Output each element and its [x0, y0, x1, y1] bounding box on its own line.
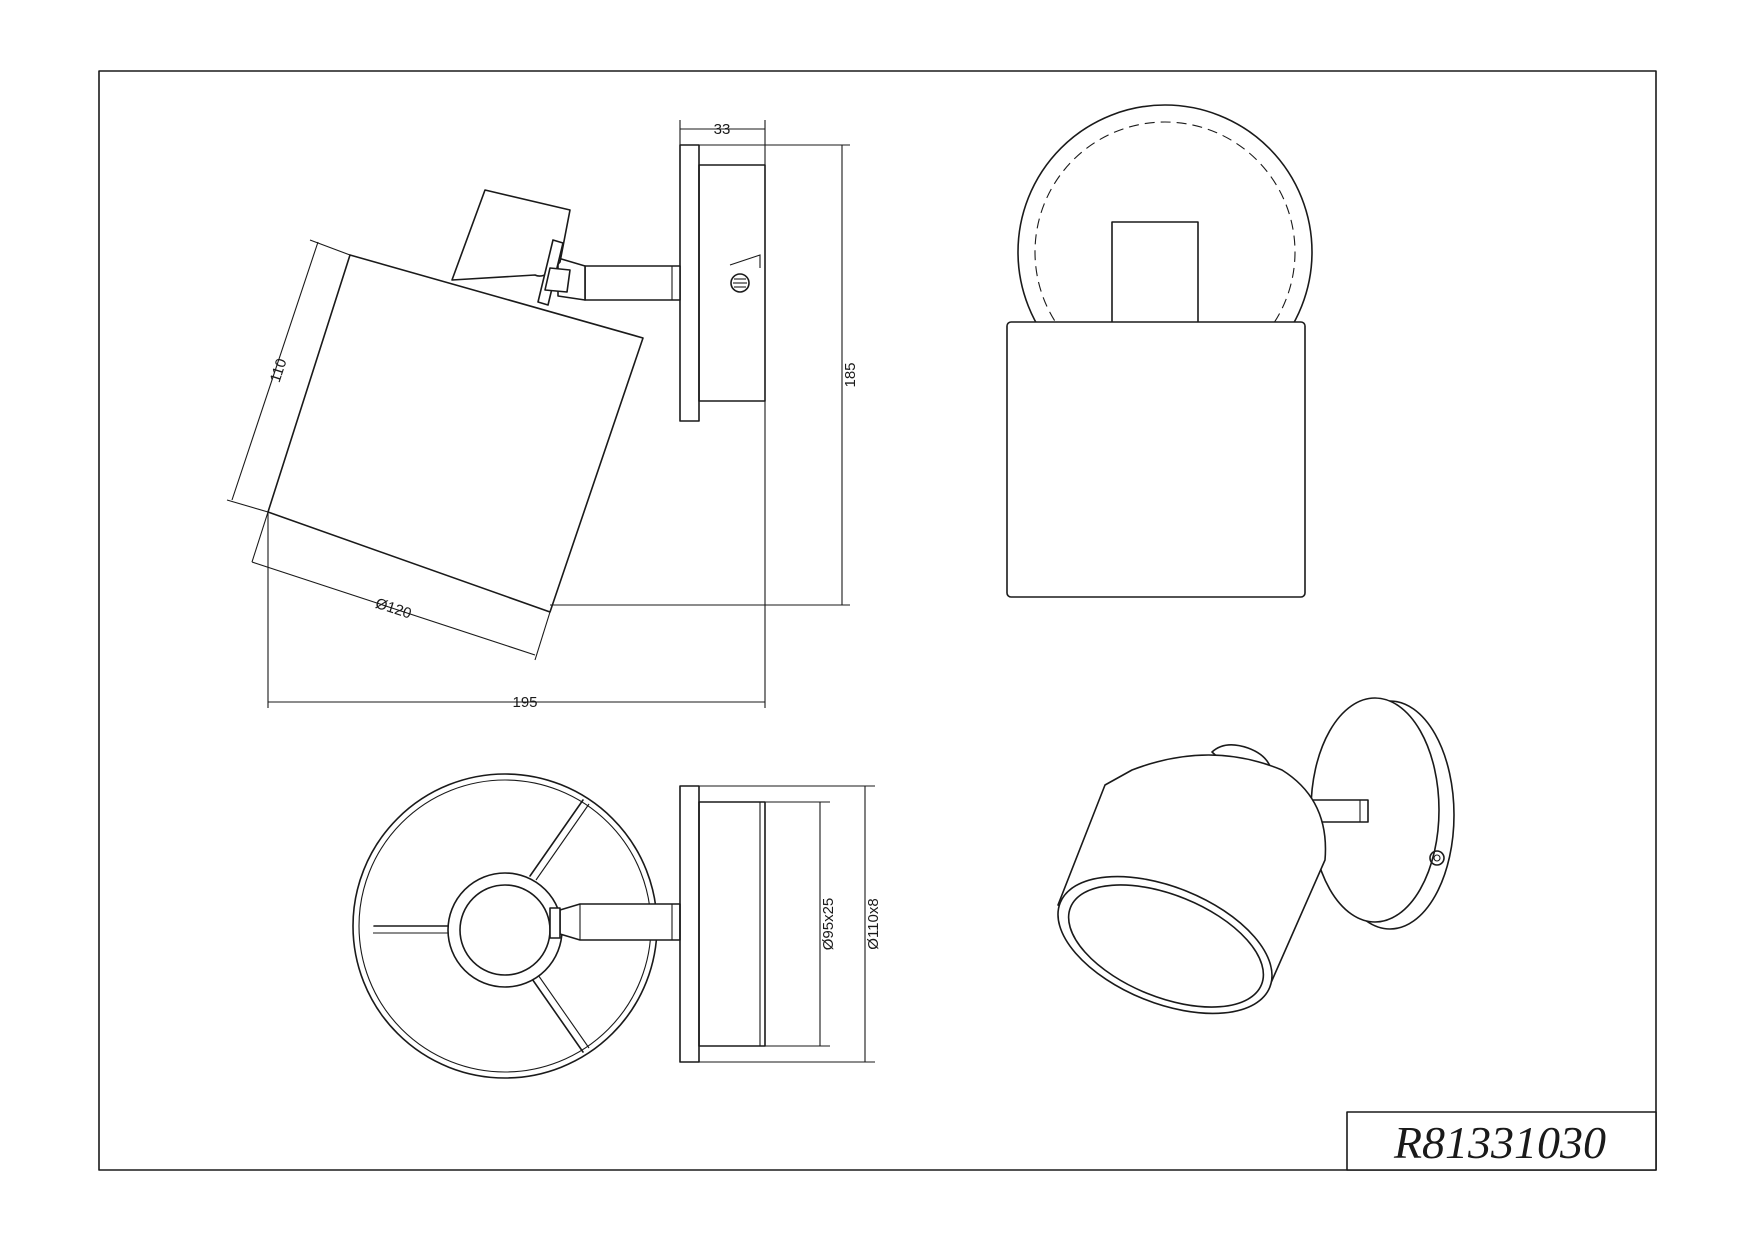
title-block: R81331030	[1346, 1111, 1657, 1171]
title-box	[1346, 1111, 1657, 1171]
dim-110: 110	[267, 357, 291, 385]
dim-base-outer: Ø110x8	[865, 898, 882, 949]
side-view: 33 185 110 Ø120 195	[226, 120, 859, 711]
hidden-edge	[1034, 121, 1296, 383]
product-code: R81331030	[1393, 1117, 1606, 1168]
shade-hub	[447, 872, 563, 988]
screw-icon	[730, 273, 750, 293]
dim-diameter-120: Ø120	[373, 595, 413, 623]
shade-front	[1006, 321, 1306, 598]
arm-front	[1111, 221, 1199, 333]
perspective-view	[1057, 697, 1455, 1015]
front-view	[1006, 104, 1313, 598]
lamp-arm	[584, 265, 681, 301]
wall-plate-side	[679, 785, 700, 1063]
arm-top	[559, 903, 681, 941]
top-view: Ø95x25 Ø110x8	[352, 773, 882, 1079]
wall-plate-base-side	[698, 801, 766, 1047]
lamp-shade	[267, 254, 644, 613]
dim-185: 185	[842, 362, 859, 387]
wall-plate-base	[698, 164, 766, 402]
dim-33: 33	[714, 121, 731, 138]
wall-plate	[679, 144, 700, 422]
drawing-frame	[98, 70, 1657, 1171]
shade-opening	[1057, 875, 1273, 1015]
dim-base-inner: Ø95x25	[820, 898, 837, 951]
dim-195: 195	[512, 694, 537, 711]
screw-3d-icon	[1429, 850, 1445, 866]
